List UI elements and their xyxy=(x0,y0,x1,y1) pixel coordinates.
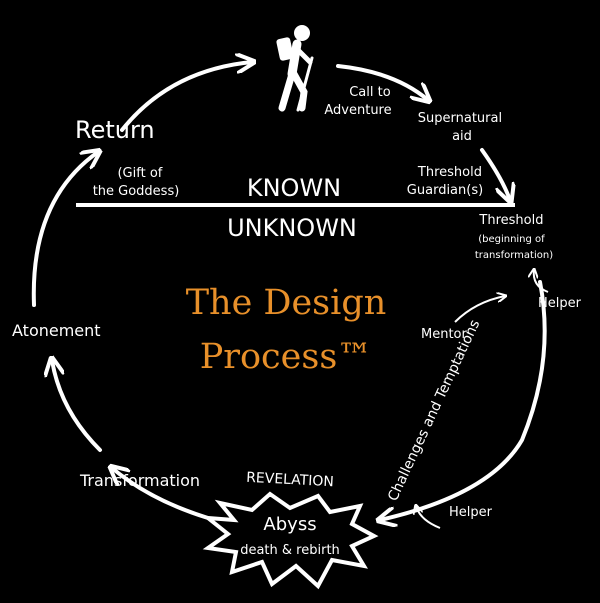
return-label: Return xyxy=(75,116,155,144)
helper-top-arrow xyxy=(534,270,549,293)
arc-threshold-down xyxy=(380,280,547,520)
helper-bottom-arrow xyxy=(416,506,441,529)
abyss-label: Abyss xyxy=(263,514,316,535)
transformation-label: Transformation xyxy=(79,471,200,490)
arc-atonement-to-return xyxy=(31,152,98,307)
challenges-and-temptations-label: Challenges and Temptations xyxy=(385,317,483,503)
threshold-guardians-label: Threshold Guardian(s) xyxy=(407,165,486,198)
helper-top-label: Helper xyxy=(538,296,582,311)
revelation-label: REVELATION xyxy=(246,470,334,491)
unknown-label: UNKNOWN xyxy=(227,214,357,242)
known-label: KNOWN xyxy=(247,174,341,202)
arc-guardian-to-threshold xyxy=(480,148,510,200)
arc-call-to-supernatural xyxy=(336,64,428,100)
cycle-circle xyxy=(31,62,547,520)
mentor-arrow xyxy=(454,296,505,323)
arc-transformation-to-atonement xyxy=(52,360,102,452)
helper-bottom-label: Helper xyxy=(449,505,493,520)
call-to-adventure-label: Call to Adventure xyxy=(324,85,394,118)
atonement-label: Atonement xyxy=(12,321,101,340)
design-process-title-line1: The Design xyxy=(186,283,387,323)
supernatural-aid-label: Supernatural aid xyxy=(418,111,506,144)
design-process-title-line2: Process™ xyxy=(200,337,373,377)
arc-return-to-hiker xyxy=(120,62,252,132)
mentor-label: Mentor xyxy=(421,327,468,342)
gift-of-goddess-label: (Gift of the Goddess) xyxy=(93,166,180,199)
death-rebirth-label: death & rebirth xyxy=(240,543,340,558)
arc-abyss-to-transformation xyxy=(112,468,210,520)
abyss-starburst xyxy=(201,491,379,590)
hiker-icon xyxy=(276,25,314,112)
threshold-label: Threshold (beginning of transformation) xyxy=(475,209,553,261)
